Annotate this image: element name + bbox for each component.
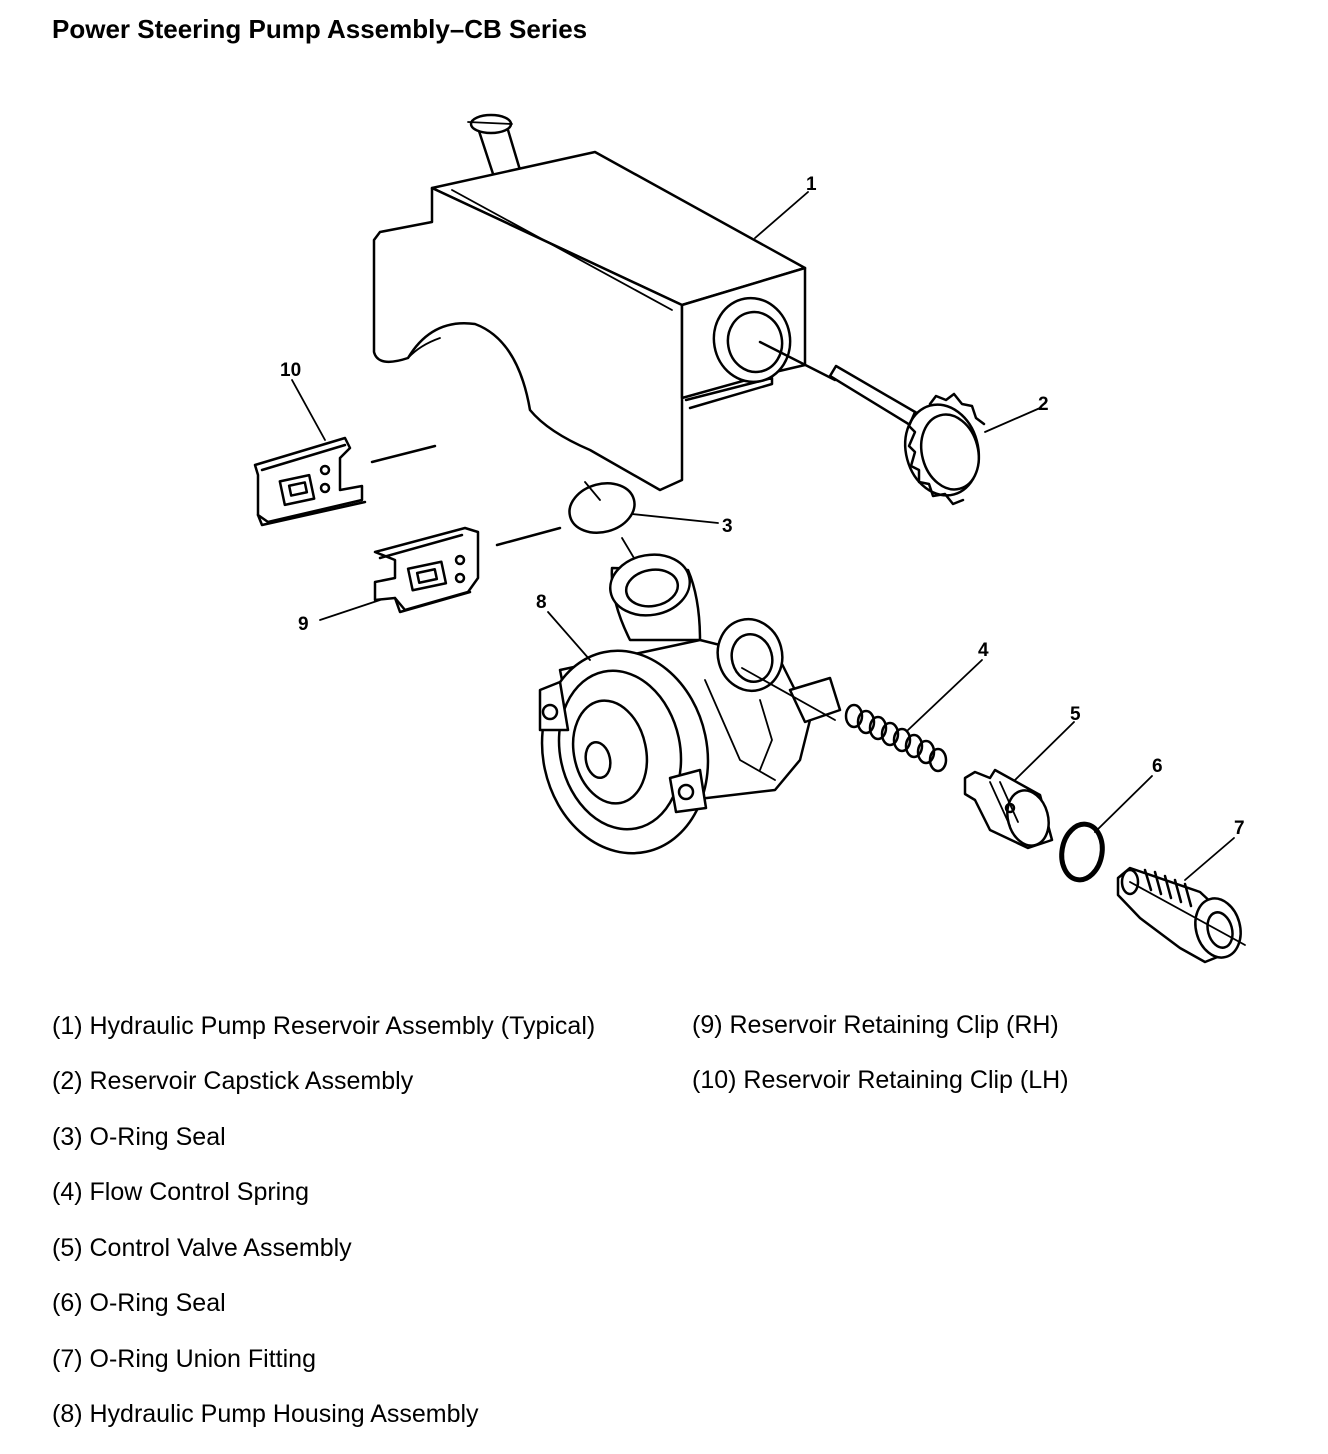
retaining-clip-lh bbox=[253, 436, 367, 527]
callout-4: 4 bbox=[978, 640, 989, 661]
callout-7: 7 bbox=[1234, 818, 1245, 839]
callout-3: 3 bbox=[722, 516, 733, 537]
control-valve-assembly bbox=[963, 768, 1054, 850]
capstick-assembly bbox=[758, 340, 986, 506]
legend-item-7: (7) O-Ring Union Fitting bbox=[52, 1345, 316, 1373]
callout-9: 9 bbox=[298, 614, 309, 635]
flow-control-spring bbox=[844, 703, 948, 773]
legend-item-9: (9) Reservoir Retaining Clip (RH) bbox=[692, 1011, 1059, 1039]
o-ring-seal-6 bbox=[1059, 821, 1105, 883]
legend-item-6: (6) O-Ring Seal bbox=[52, 1289, 226, 1317]
o-ring-seal-3 bbox=[568, 481, 641, 569]
callout-6: 6 bbox=[1152, 756, 1163, 777]
legend-item-1: (1) Hydraulic Pump Reservoir Assembly (T… bbox=[52, 1012, 596, 1040]
retaining-clip-rh bbox=[373, 526, 480, 614]
legend-item-5: (5) Control Valve Assembly bbox=[52, 1234, 352, 1262]
exploded-diagram: 1 2 3 4 5 6 7 8 9 10 bbox=[253, 113, 1246, 964]
o-ring-union-fitting bbox=[1116, 866, 1246, 964]
callout-1: 1 bbox=[806, 174, 817, 195]
callout-8: 8 bbox=[536, 592, 547, 613]
legend-item-2: (2) Reservoir Capstick Assembly bbox=[52, 1067, 414, 1095]
callout-5: 5 bbox=[1070, 704, 1081, 725]
legend-item-10: (10) Reservoir Retaining Clip (LH) bbox=[692, 1066, 1069, 1094]
pump-housing-assembly bbox=[538, 553, 842, 855]
legend-item-4: (4) Flow Control Spring bbox=[52, 1178, 310, 1206]
reservoir-assembly bbox=[372, 113, 807, 492]
page-title: Power Steering Pump Assembly–CB Series bbox=[52, 14, 588, 44]
legend-item-8: (8) Hydraulic Pump Housing Assembly bbox=[52, 1400, 479, 1428]
callout-2: 2 bbox=[1038, 394, 1049, 415]
leader-lines bbox=[291, 191, 1235, 881]
callout-10: 10 bbox=[280, 360, 301, 381]
legend-item-3: (3) O-Ring Seal bbox=[52, 1123, 226, 1151]
